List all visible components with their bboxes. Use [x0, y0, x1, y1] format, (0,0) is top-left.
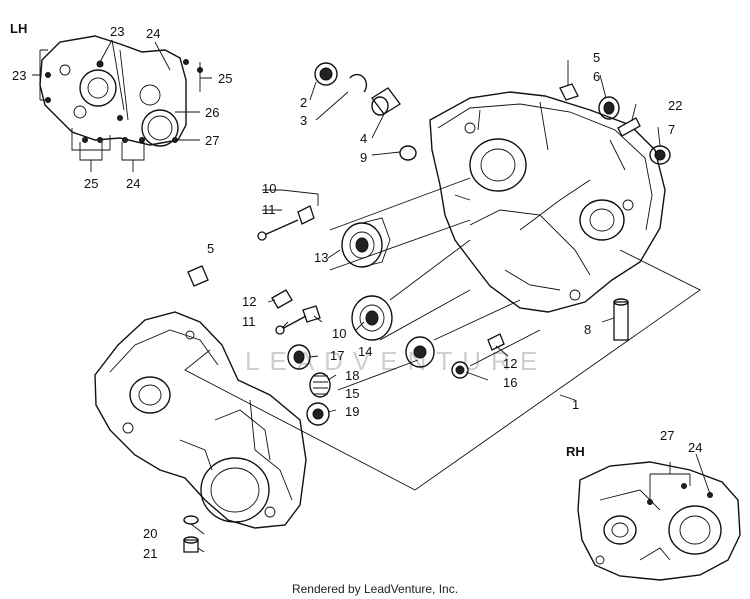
callout-2: 2 — [300, 95, 307, 110]
dowel-pin-5-lower — [187, 265, 209, 287]
callout-5-lower: 5 — [207, 241, 214, 256]
right-crankcase-half — [429, 91, 666, 313]
callout-14: 14 — [358, 344, 372, 359]
callout-23-top: 23 — [110, 24, 124, 39]
needle-bearing-18 — [309, 372, 331, 398]
footer-credit: Rendered by LeadVenture, Inc. — [291, 582, 459, 596]
callout-21: 21 — [143, 546, 157, 561]
callout-13: 13 — [314, 250, 328, 265]
watermark: LEADVENTURE — [245, 346, 547, 376]
callout-9: 9 — [360, 150, 367, 165]
rh-panel-label: RH — [566, 444, 585, 459]
left-crankcase-half — [94, 311, 307, 529]
callout-12-right: 12 — [503, 356, 517, 371]
ball-bearing-15 — [405, 336, 435, 368]
callout-3: 3 — [300, 113, 307, 128]
gasket-washer-20 — [183, 515, 199, 525]
lh-inset: LH 23 — [10, 21, 232, 191]
dowel-sleeve-8 — [613, 298, 629, 341]
dowel-pin-22 — [617, 117, 641, 137]
callout-11-upper: 11 — [262, 202, 276, 217]
ball-bearing-14 — [351, 295, 393, 341]
screw-11-upper — [257, 219, 299, 241]
callout-15: 15 — [345, 386, 359, 401]
callout-24-top: 24 — [146, 26, 160, 41]
oil-seal-6 — [598, 96, 620, 120]
oil-seal-2 — [314, 62, 338, 86]
drain-plug-21 — [183, 536, 199, 553]
callout-27-lh: 27 — [205, 133, 219, 148]
callout-11-lower: 11 — [242, 314, 256, 329]
callout-19: 19 — [345, 404, 359, 419]
callout-24-rh: 24 — [688, 440, 702, 455]
rh-crankcase-view — [577, 461, 741, 581]
callout-7: 7 — [668, 122, 675, 137]
callout-16: 16 — [503, 375, 517, 390]
dowel-pin-5-upper — [559, 83, 579, 101]
callout-10-lower: 10 — [332, 326, 346, 341]
dowel-pin-12-right — [487, 333, 505, 351]
oil-seal-19 — [306, 402, 330, 426]
o-ring-9 — [399, 145, 417, 161]
callout-20: 20 — [143, 526, 157, 541]
rh-inset: RH 27 24 — [566, 428, 741, 581]
callout-5-upper: 5 — [593, 50, 600, 65]
oil-seal-7 — [649, 145, 671, 165]
callout-27-rh: 27 — [660, 428, 674, 443]
leader-lines — [184, 60, 701, 553]
lh-panel-label: LH — [10, 21, 27, 36]
callout-10-upper: 10 — [262, 181, 276, 196]
needle-bearing-4 — [371, 87, 401, 116]
callout-18: 18 — [345, 368, 359, 383]
callout-22: 22 — [668, 98, 682, 113]
callout-23-left: 23 — [12, 68, 26, 83]
callout-24-bottom: 24 — [126, 176, 140, 191]
callout-25-bottom: 25 — [84, 176, 98, 191]
callout-8: 8 — [584, 322, 591, 337]
dowel-pin-12-left — [271, 289, 293, 309]
bearing-retainer-10-lower — [302, 305, 321, 323]
callout-4: 4 — [360, 131, 367, 146]
bearing-retainer-10-upper — [297, 205, 315, 225]
callout-1: 1 — [572, 397, 579, 412]
callout-6: 6 — [593, 69, 600, 84]
oil-seal-16 — [451, 361, 469, 379]
callout-12-left: 12 — [242, 294, 256, 309]
snap-ring-3 — [349, 73, 368, 93]
callout-17: 17 — [330, 348, 344, 363]
screw-11-lower — [275, 315, 307, 335]
ball-bearing-13 — [341, 217, 391, 268]
lh-crankcase-view — [39, 35, 203, 151]
callout-25-right: 25 — [218, 71, 232, 86]
callout-26: 26 — [205, 105, 219, 120]
